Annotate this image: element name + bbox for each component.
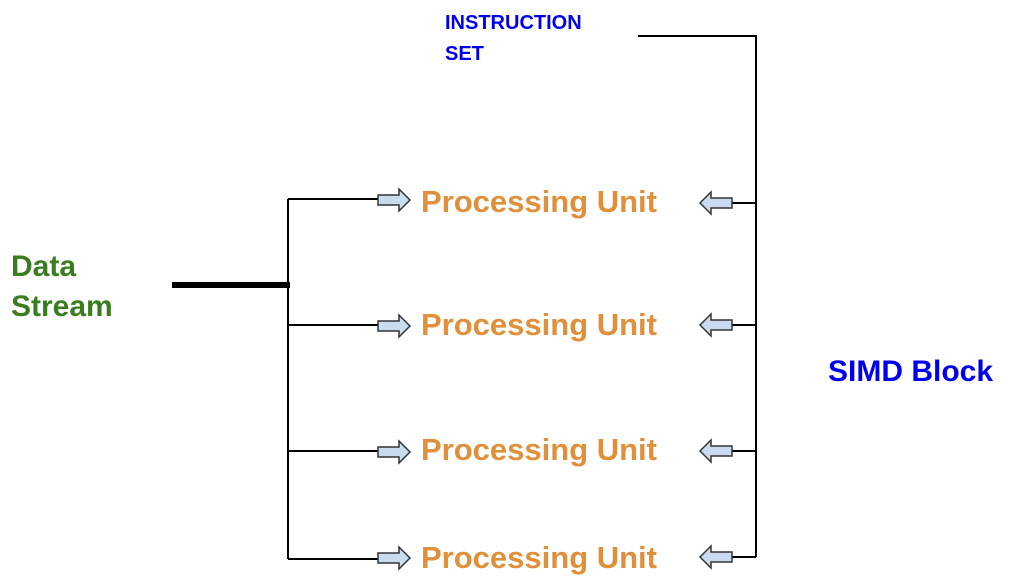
instruction-arrow-1-icon xyxy=(698,190,733,216)
instruction-set-label: INSTRUCTION SET xyxy=(445,8,582,70)
data-arrow-1-icon xyxy=(377,187,412,213)
data-arrow-3-icon xyxy=(377,439,412,465)
instruction-bus-line xyxy=(638,35,757,557)
data-stream-line2: Stream xyxy=(11,290,113,323)
instruction-set-line2: SET xyxy=(445,43,484,65)
data-arrow-4-icon xyxy=(377,545,412,571)
processing-unit-4: Processing Unit xyxy=(421,540,657,575)
data-arrow-2-icon xyxy=(377,313,412,339)
processing-unit-3: Processing Unit xyxy=(421,432,657,467)
instruction-arrow-4-icon xyxy=(698,544,733,570)
data-stream-label: Data Stream xyxy=(11,247,113,327)
processing-unit-1: Processing Unit xyxy=(421,184,657,219)
simd-block-label: SIMD Block xyxy=(828,355,994,388)
instruction-arrow-3-icon xyxy=(698,438,733,464)
processing-unit-2: Processing Unit xyxy=(421,307,657,342)
instruction-set-line1: INSTRUCTION xyxy=(445,12,582,34)
instruction-arrow-2-icon xyxy=(698,312,733,338)
data-stream-line1: Data xyxy=(11,250,77,283)
